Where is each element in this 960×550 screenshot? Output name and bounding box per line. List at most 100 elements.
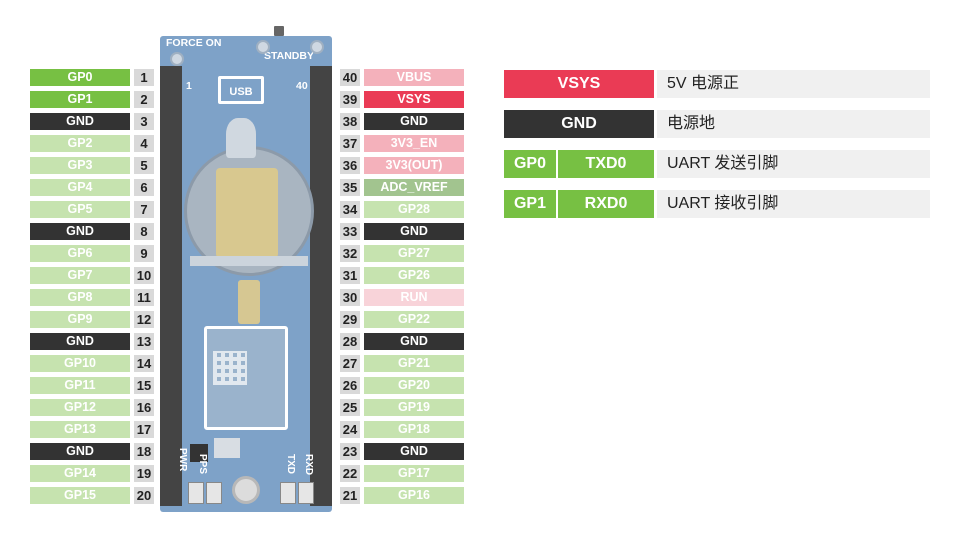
pin-number: 11 [134, 289, 154, 306]
pin-label: GP27 [364, 245, 464, 262]
legend-gp0-pin: GP0 [504, 150, 556, 178]
pin-label: GP7 [30, 267, 130, 284]
pin-label: VBUS [364, 69, 464, 86]
pin-number: 30 [340, 289, 360, 306]
pin-label: GP2 [30, 135, 130, 152]
qr-code-icon [213, 351, 247, 385]
pin-label: 3V3(OUT) [364, 157, 464, 174]
pin-label: GP0 [30, 69, 130, 86]
pin-label: GND [364, 333, 464, 350]
pin-number: 20 [134, 487, 154, 504]
battery-tab-icon [226, 118, 256, 158]
pin-number: 36 [340, 157, 360, 174]
pin-label: GP3 [30, 157, 130, 174]
pin-label: GP4 [30, 179, 130, 196]
pps-led-icon [206, 482, 222, 504]
pin-label: VSYS [364, 91, 464, 108]
pin-number: 15 [134, 377, 154, 394]
txd-led-icon [280, 482, 296, 504]
pin-label: GP10 [30, 355, 130, 372]
pwr-led-icon [188, 482, 204, 504]
pin-number: 29 [340, 311, 360, 328]
pin-label: GND [30, 223, 130, 240]
usb-icon: USB [218, 76, 264, 104]
pin-number: 38 [340, 113, 360, 130]
standby-switch [274, 26, 284, 36]
pin-label: RUN [364, 289, 464, 306]
pin-label: GP21 [364, 355, 464, 372]
pin-number: 25 [340, 399, 360, 416]
legend-gp1-pin: GP1 [504, 190, 556, 218]
pin-label: GP17 [364, 465, 464, 482]
pin-number: 28 [340, 333, 360, 350]
pin-label: GND [30, 333, 130, 350]
left-pin-header [160, 66, 182, 506]
pin-label: GP1 [30, 91, 130, 108]
mount-hole-icon [310, 40, 324, 54]
antenna-connector-icon [232, 476, 260, 504]
pps-label: PPS [197, 454, 208, 475]
pin-number: 32 [340, 245, 360, 262]
txd-label: TXD [285, 454, 296, 474]
pin-number: 12 [134, 311, 154, 328]
pin-number: 16 [134, 399, 154, 416]
pin-label: ADC_VREF [364, 179, 464, 196]
battery-contact-icon [238, 280, 260, 324]
standby-label: STANDBY [264, 50, 314, 62]
pin-label: GP12 [30, 399, 130, 416]
pin-label: GP13 [30, 421, 130, 438]
pin-label: GP15 [30, 487, 130, 504]
pin-number: 35 [340, 179, 360, 196]
usb-label: USB [229, 86, 253, 98]
pin-label: GND [364, 443, 464, 460]
pin-number: 17 [134, 421, 154, 438]
pin40-marker: 40 [296, 80, 308, 92]
pin-label: GP18 [364, 421, 464, 438]
pin-label: GP8 [30, 289, 130, 306]
pin-label: GP11 [30, 377, 130, 394]
pin-number: 33 [340, 223, 360, 240]
pin-number: 7 [134, 201, 154, 218]
pin-number: 24 [340, 421, 360, 438]
pin-label: GP26 [364, 267, 464, 284]
pwr-label: PWR [177, 448, 188, 472]
pin-number: 27 [340, 355, 360, 372]
pin-number: 6 [134, 179, 154, 196]
pin-label: GND [364, 223, 464, 240]
force-on-label: FORCE ON [166, 37, 222, 49]
pin-label: GP16 [364, 487, 464, 504]
pin-number: 14 [134, 355, 154, 372]
pin-number: 31 [340, 267, 360, 284]
pin-label: GP6 [30, 245, 130, 262]
pin-number: 22 [340, 465, 360, 482]
pin-number: 18 [134, 443, 154, 460]
pin-number: 8 [134, 223, 154, 240]
legend-vsys-pin: VSYS [504, 70, 654, 98]
component-icon [214, 438, 240, 458]
legend-rxd0-func: RXD0 [558, 190, 654, 218]
pin-number: 5 [134, 157, 154, 174]
pin-label: GND [30, 443, 130, 460]
pin-number: 19 [134, 465, 154, 482]
pin-number: 39 [340, 91, 360, 108]
pin-label: 3V3_EN [364, 135, 464, 152]
pin-label: GP20 [364, 377, 464, 394]
pin1-marker: 1 [186, 80, 192, 92]
pin-number: 3 [134, 113, 154, 130]
pin-number: 40 [340, 69, 360, 86]
legend-txd0-func: TXD0 [558, 150, 654, 178]
pin-number: 37 [340, 135, 360, 152]
pin-number: 9 [134, 245, 154, 262]
pin-number: 26 [340, 377, 360, 394]
battery-rail-icon [190, 256, 308, 266]
pin-label: GP5 [30, 201, 130, 218]
mount-hole-icon [256, 40, 270, 54]
gnss-chip-icon [204, 326, 288, 430]
rxd-label: RXD [303, 454, 314, 476]
pin-number: 34 [340, 201, 360, 218]
pin-label: GP28 [364, 201, 464, 218]
gnss-module-board: FORCE ON STANDBY 1 40 USB PWR PPS TXD RX… [160, 26, 332, 512]
pin-number: 10 [134, 267, 154, 284]
pin-label: GP19 [364, 399, 464, 416]
mount-hole-icon [170, 52, 184, 66]
